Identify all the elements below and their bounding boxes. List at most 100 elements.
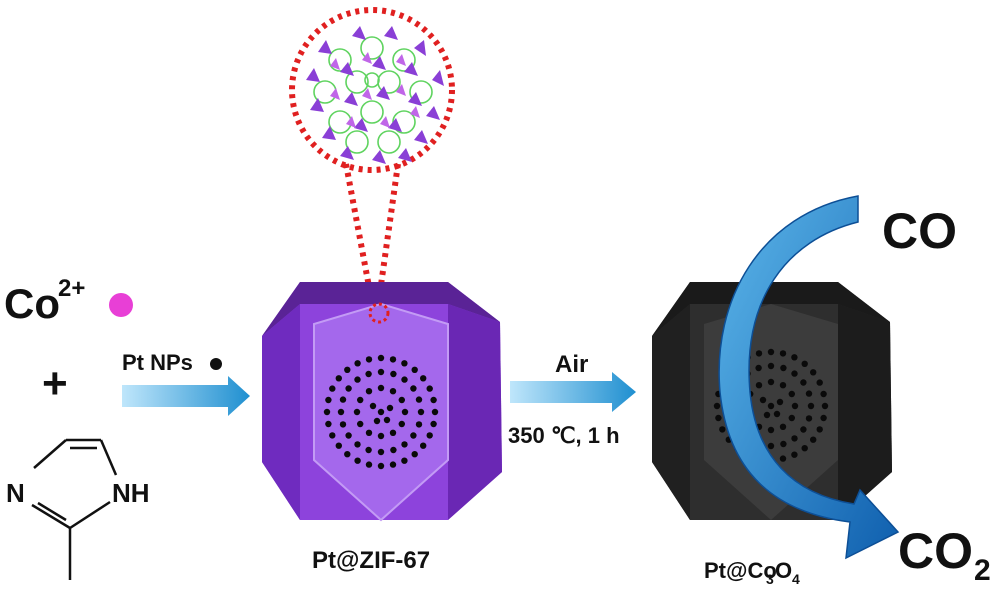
pt-nanoparticle-dot <box>373 417 381 425</box>
pt-nanoparticle-dot <box>398 396 405 404</box>
cobalt-charge: 2+ <box>58 275 85 302</box>
pt-nanoparticle-dot <box>357 420 364 428</box>
ring-double-bond <box>37 501 67 522</box>
cobalt-ion: Co 2+ <box>4 275 133 327</box>
pt-nanoparticle-dot <box>354 457 361 464</box>
zoom-line-left <box>343 163 373 293</box>
pt-nanoparticle-dot <box>763 411 771 419</box>
polyhedron-left-face <box>652 304 690 520</box>
pt-nanoparticle-dot <box>401 360 408 367</box>
step1-label: Pt NPs <box>122 350 193 375</box>
pt-nanoparticle-dot <box>715 414 722 422</box>
pt-nanoparticle-dot <box>344 366 351 373</box>
product-co2-main: CO <box>898 523 973 579</box>
pt-nanoparticle-dot <box>426 385 433 392</box>
pt-nanoparticle-dot <box>767 402 775 410</box>
co3o4-polyhedron <box>652 282 892 520</box>
framework-pattern <box>306 26 444 164</box>
pt-nanoparticle-dot <box>791 402 799 410</box>
pt-nanoparticle-dot <box>779 350 787 357</box>
pt-nanoparticle-dot <box>807 402 815 410</box>
pt-nanoparticle-dot <box>345 432 352 439</box>
pt-nanoparticle-dot <box>411 366 418 373</box>
pt-nanoparticle-dot <box>410 385 417 392</box>
pt-nanoparticle-dot <box>791 354 798 361</box>
pt-nanoparticle-dot <box>357 396 364 404</box>
pt-nanoparticle-dot <box>791 435 798 442</box>
pt-nanoparticle-dot <box>354 441 361 448</box>
pt-nanoparticle-dot <box>354 376 361 383</box>
pt-nanoparticle-dot <box>377 462 385 470</box>
pt-nanoparticle-dot <box>401 441 408 448</box>
pt-nanoparticle-dot <box>386 404 394 412</box>
pt-nanoparticle-dot <box>420 375 427 382</box>
pt-nanoparticle-dot <box>805 415 813 422</box>
pt-nanoparticle-dot <box>354 360 361 367</box>
pt-nanoparticle-dot <box>335 375 342 382</box>
cobalt-symbol: Co <box>4 280 60 327</box>
pt-nanoparticle-dot <box>755 350 763 357</box>
pt-nanoparticle-dot <box>365 370 372 378</box>
pt-nanoparticle-dot <box>821 402 829 410</box>
pt-nanoparticle-dot <box>415 421 423 428</box>
pt-nanoparticle-dot <box>365 446 372 454</box>
pt-nanoparticle-dot <box>430 420 437 428</box>
step2-arrow-icon <box>510 372 636 412</box>
product2-label-sub1: 3 <box>766 571 774 587</box>
pt-nanoparticle-dot <box>365 356 373 363</box>
pt-nanoparticle-dot <box>365 388 373 395</box>
polyhedron-right-face <box>448 304 502 520</box>
pt-nanoparticle-dot <box>389 429 397 436</box>
pt-nanoparticle-dot <box>420 442 427 449</box>
polyhedron-left-face <box>262 304 300 520</box>
polyhedron-right-face <box>838 304 892 520</box>
product1-label: Pt@ZIF-67 <box>312 547 430 574</box>
pt-nanoparticle-dot <box>417 408 425 416</box>
pt-nanoparticle-dot <box>791 451 798 458</box>
pt-nanoparticle-dot <box>389 356 397 363</box>
pt-nanoparticle-dot <box>767 378 775 386</box>
zif67-polyhedron <box>262 282 502 522</box>
pt-nanoparticle-dot <box>401 457 408 464</box>
step2-label-bottom: 350 ℃, 1 h <box>508 423 620 448</box>
pt-nanoparticle-dot <box>365 429 373 436</box>
pt-nanoparticle-dot <box>353 408 361 416</box>
zoom-line-right <box>377 163 401 293</box>
pt-nanoparticle-dot <box>779 455 787 462</box>
pt-nanoparticle-dot <box>389 388 397 395</box>
reactant-co: CO <box>882 203 957 259</box>
pt-nanoparticle-dot <box>816 379 823 386</box>
pt-nanoparticle-dot <box>329 432 336 439</box>
cobalt-dot-icon <box>109 293 133 317</box>
pt-nanoparticle-dot <box>810 436 817 443</box>
pt-nanoparticle-dot <box>767 348 775 356</box>
pt-nanoparticle-dot <box>780 364 787 372</box>
pt-nanoparticle-dot <box>773 410 781 418</box>
pt-nanoparticle-dot <box>801 360 808 367</box>
pt-nanoparticle-dot <box>816 426 823 433</box>
pt-nanoparticle-dot <box>755 364 762 372</box>
pt-nanoparticle-dot <box>339 421 347 428</box>
pt-nanoparticle-dot <box>800 426 807 433</box>
pt-nanoparticle-dot <box>377 368 385 376</box>
pt-nanoparticle-dot <box>426 432 433 439</box>
pt-nanoparticle-dot <box>801 445 808 452</box>
pt-nanoparticle-dot <box>805 390 813 397</box>
ring-bond <box>33 439 67 469</box>
plus-sign: + <box>42 359 68 408</box>
pt-nanoparticle-dot <box>344 451 351 458</box>
pt-nanoparticle-dot <box>788 414 795 422</box>
pt-nanoparticle-dot <box>776 398 784 406</box>
polyhedron-top-face <box>652 282 890 336</box>
pt-nanoparticle-dot <box>345 385 352 392</box>
product2-label-sub2: 4 <box>792 571 800 587</box>
ring-nitrogen: N <box>6 478 25 508</box>
pt-nanoparticle-dot-icon <box>210 358 222 370</box>
pt-nanoparticle-pattern <box>323 354 439 470</box>
pt-nanoparticle-dot <box>767 442 775 450</box>
pt-nanoparticle-dot <box>410 432 417 439</box>
pt-nanoparticle-dot <box>390 370 397 378</box>
pt-nanoparticle-dot <box>390 446 397 454</box>
pt-nanoparticle-dot <box>791 370 798 377</box>
